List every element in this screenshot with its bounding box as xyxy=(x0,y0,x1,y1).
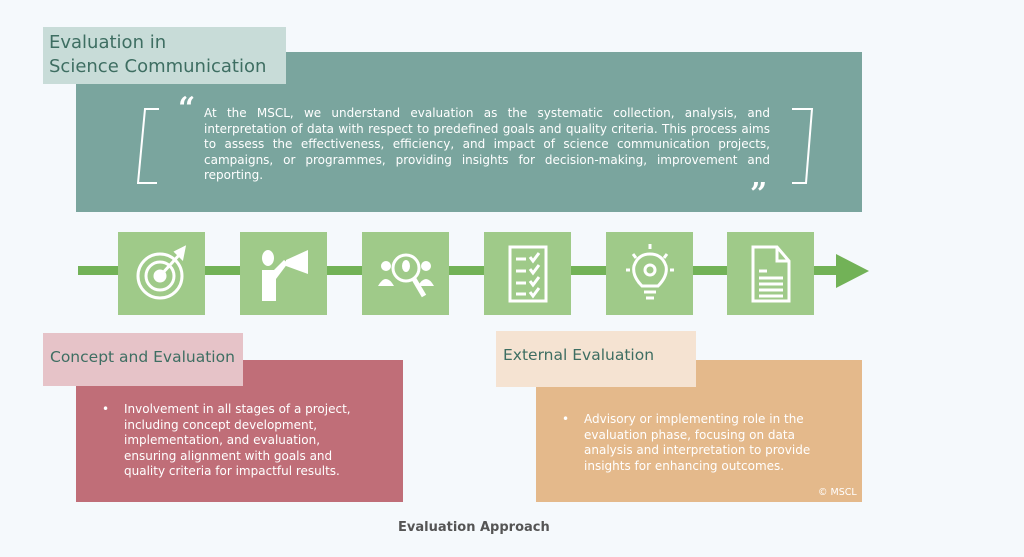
concept-bullet: • Involvement in all stages of a project… xyxy=(102,402,364,480)
external-text: Advisory or implementing role in the eva… xyxy=(584,412,811,473)
bullet-dot: • xyxy=(562,412,570,426)
megaphone-person-icon xyxy=(261,249,308,301)
checklist-icon xyxy=(508,245,547,302)
lightbulb-gear-icon xyxy=(625,243,674,299)
document-icon xyxy=(751,245,790,302)
step-communicate xyxy=(240,232,327,315)
page-title: Evaluation in Science Communication xyxy=(43,27,286,84)
step-research xyxy=(362,232,449,315)
step-insight xyxy=(606,232,693,315)
concept-text: Involvement in all stages of a project, … xyxy=(124,402,351,478)
external-title: External Evaluation xyxy=(496,331,696,387)
title-line-2: Science Communication xyxy=(49,56,267,77)
copyright: © MSCL xyxy=(818,487,857,498)
quote-text: At the MSCL, we understand evaluation as… xyxy=(204,106,770,182)
people-search-icon xyxy=(377,253,434,297)
left-bracket-icon xyxy=(137,108,159,184)
open-quote-icon: “ xyxy=(178,91,196,126)
step-checklist xyxy=(484,232,571,315)
arrowhead-icon xyxy=(836,254,869,288)
close-quote-icon: ” xyxy=(750,177,768,212)
right-bracket-icon xyxy=(792,108,814,184)
step-target xyxy=(118,232,205,315)
bullet-dot: • xyxy=(102,402,110,416)
step-report xyxy=(727,232,814,315)
concept-title: Concept and Evaluation xyxy=(43,333,243,386)
caption: Evaluation Approach xyxy=(398,520,550,535)
target-icon xyxy=(136,244,186,299)
external-bullet: • Advisory or implementing role in the e… xyxy=(562,412,834,474)
process-arrow-line xyxy=(78,266,840,275)
title-line-1: Evaluation in xyxy=(49,32,167,53)
